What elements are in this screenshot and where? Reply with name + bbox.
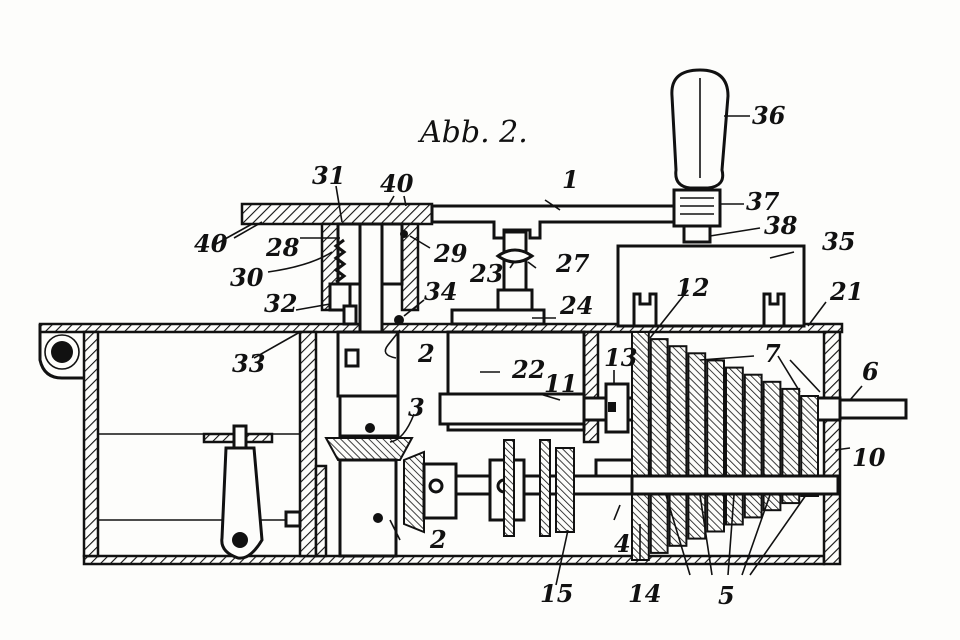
label-13: 13	[604, 343, 637, 372]
label-27: 27	[555, 249, 590, 278]
label-34: 34	[424, 277, 457, 306]
cone-gear-step	[743, 373, 763, 519]
crank-assembly	[430, 68, 806, 328]
lever-assembly	[202, 424, 302, 560]
figure-caption: Abb. 2.	[417, 115, 528, 150]
leader-lines	[215, 115, 863, 586]
label-7: 7	[764, 339, 781, 368]
cone-gear-step	[649, 338, 669, 554]
label-24: 24	[559, 291, 593, 320]
label-2-upper: 2	[417, 339, 435, 368]
part-labels: 1 2 2 3 4 5 6 7 10 11 12 13 14 15 21 22 …	[194, 101, 886, 610]
label-37: 37	[746, 187, 780, 216]
cone-gear-step	[725, 366, 744, 526]
label-6: 6	[862, 357, 879, 386]
label-5: 5	[718, 581, 735, 610]
housing	[38, 322, 844, 566]
label-35: 35	[822, 227, 855, 256]
vertical-shaft	[314, 330, 414, 558]
label-28: 28	[265, 233, 300, 262]
gear-cone	[630, 331, 840, 561]
spindle-assembly	[450, 230, 546, 326]
label-32: 32	[264, 289, 297, 318]
cone-shaft	[630, 474, 840, 496]
label-22: 22	[511, 355, 545, 384]
label-14: 14	[628, 579, 661, 608]
label-1: 1	[562, 165, 579, 194]
cone-gear-step	[668, 345, 688, 547]
label-33: 33	[232, 349, 265, 378]
label-10: 10	[852, 443, 886, 472]
label-31: 31	[312, 161, 345, 190]
label-2-lower: 2	[429, 525, 447, 554]
cone-gear-step	[800, 395, 820, 497]
label-11: 11	[544, 369, 577, 398]
label-4: 4	[614, 529, 631, 558]
label-23: 23	[469, 259, 503, 288]
label-40-left: 40	[194, 229, 228, 258]
label-30: 30	[230, 263, 264, 292]
label-36: 36	[752, 101, 786, 130]
label-29: 29	[433, 239, 468, 268]
cone-gear-step	[706, 359, 726, 533]
label-15: 15	[540, 579, 573, 608]
dial-plate	[240, 202, 434, 336]
label-21: 21	[829, 277, 863, 306]
label-38: 38	[764, 211, 798, 240]
label-40-right: 40	[380, 169, 414, 198]
label-3: 3	[408, 393, 425, 422]
label-12: 12	[676, 273, 709, 302]
